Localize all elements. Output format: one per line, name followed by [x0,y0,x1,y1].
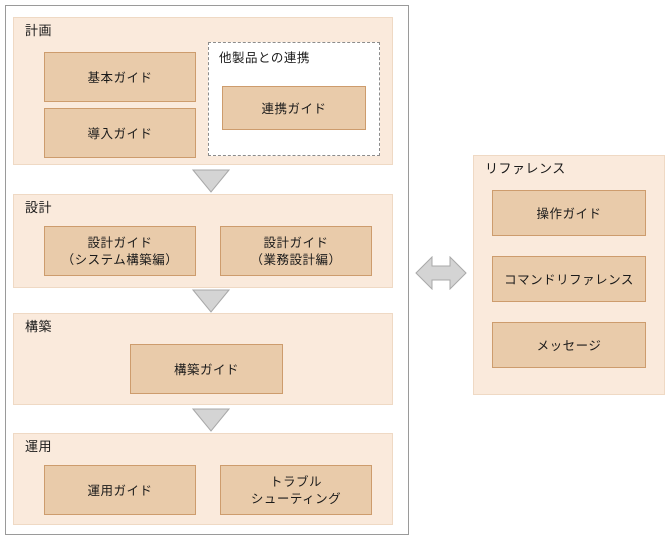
reference-panel-title: リファレンス [485,162,566,177]
doc-label-basic-guide: 基本ガイド [87,69,153,85]
doc-label-design-guide-system-line1: 設計ガイド [87,235,153,250]
doc-box-operation-manual[interactable]: 操作ガイド [492,190,646,236]
doc-label-command-reference: コマンドリファレンス [504,271,634,287]
doc-box-design-guide-system[interactable]: 設計ガイド （システム構築編） [44,226,196,276]
phase-title-design: 設計 [25,201,53,216]
doc-box-design-guide-business[interactable]: 設計ガイド （業務設計編） [220,226,372,276]
doc-label-design-guide-business-line1: 設計ガイド [263,235,329,250]
doc-label-troubleshooting-line2: シューティング [250,491,342,506]
doc-box-command-reference[interactable]: コマンドリファレンス [492,256,646,302]
flow-arrow-plan-to-design [192,169,230,193]
doc-label-linkage-guide: 連携ガイド [261,100,327,116]
phase-title-build: 構築 [25,320,53,335]
doc-box-build-guide[interactable]: 構築ガイド [130,344,283,394]
flow-arrow-design-to-build [192,289,230,313]
subgroup-title-other-product-linkage: 他製品との連携 [219,50,310,65]
doc-label-troubleshooting-line1: トラブル [269,474,322,489]
doc-box-troubleshooting[interactable]: トラブル シューティング [220,465,372,515]
doc-box-operation-guide[interactable]: 運用ガイド [44,465,196,515]
doc-label-messages: メッセージ [536,337,602,353]
cross-link-arrow-lifecycle-reference [415,256,467,290]
doc-label-design-guide-system-line2: （システム構築編） [61,252,179,267]
doc-label-operation-manual: 操作ガイド [536,205,602,221]
doc-box-messages[interactable]: メッセージ [492,322,646,368]
phase-title-operation: 運用 [25,440,53,455]
phase-title-plan: 計画 [25,24,53,39]
doc-box-linkage-guide[interactable]: 連携ガイド [222,86,366,130]
doc-label-operation-guide: 運用ガイド [87,482,153,498]
doc-box-basic-guide[interactable]: 基本ガイド [44,52,196,102]
doc-label-introduction-guide: 導入ガイド [87,125,153,141]
doc-label-design-guide-business-line2: （業務設計編） [250,252,342,267]
flow-arrow-build-to-operation [192,408,230,432]
doc-box-introduction-guide[interactable]: 導入ガイド [44,108,196,158]
doc-label-build-guide: 構築ガイド [173,361,239,377]
